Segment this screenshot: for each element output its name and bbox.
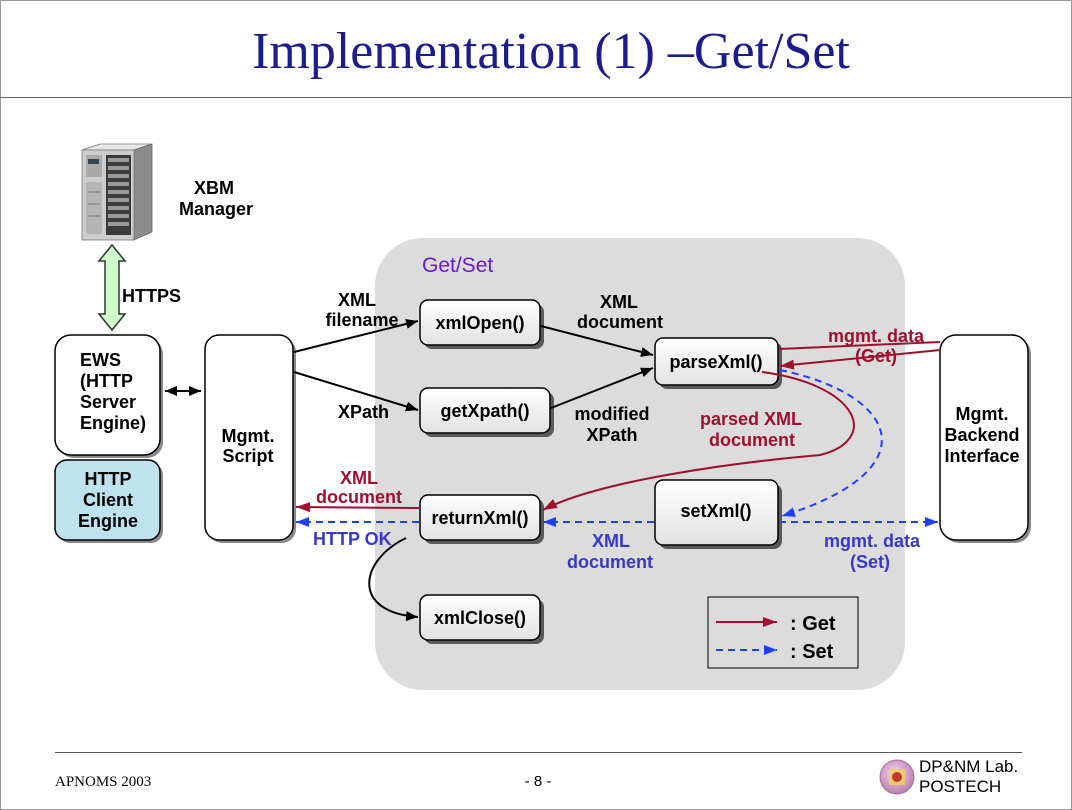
http-client-label-line3: Engine [78,511,138,531]
xml-document-top-label-line2: document [577,312,663,332]
http-client-label-line2: Client [83,490,133,510]
function-label: getXpath() [441,401,530,421]
xpath-label: XPath [338,402,389,422]
mgmt-script-label-line1: Mgmt. [222,426,275,446]
function-box [419,299,541,346]
get-request-line [778,341,941,350]
function-return-xml: returnXml() [419,494,544,544]
mgmt-script-label-line2: Script [222,446,273,466]
arrow-get-xpath-to-parse-xml [550,367,654,409]
arrow-script-to-xml-open [293,319,419,353]
function-xml-open: xmlOpen() [419,299,544,349]
xml-filename-label-line1: XML [338,290,376,310]
arrow-backend-to-parse-xml [779,349,941,370]
function-set-xml: setXml() [654,479,782,549]
function-box [419,387,551,434]
mgmt-script-box [204,334,294,541]
mgmt-data-set-label-line1: mgmt. data [824,531,921,551]
manager-label-line2: Manager [179,199,253,219]
http-ok-label: HTTP OK [313,529,392,549]
legend-get-label: : Get [790,613,836,635]
ews-label-line1: EWS [80,350,121,370]
mgmt-data-get-label-line2: (Get) [855,346,897,366]
legend-box [707,596,859,669]
xml-document-return-label-line2: document [316,487,402,507]
manager-label-line1: XBM [194,178,234,198]
arrow-parse-xml-to-return-xml [542,371,855,511]
xml-document-return-label-line1: XML [340,468,378,488]
arrow-script-to-get-xpath [293,371,419,412]
xml-document-top-label-line1: XML [600,292,638,312]
backend-box [939,334,1029,541]
modified-xpath-label-line1: modified [575,404,650,424]
page-number: - 8 - [525,773,552,790]
parsed-xml-document-label-line1: parsed XML [700,409,802,429]
function-get-xpath: getXpath() [419,387,554,437]
ews-label-line2: (HTTP [80,371,133,391]
server-icon [81,143,153,241]
region-label: Get/Set [422,254,493,277]
legend: : Get : Set [707,596,859,669]
ews-box [54,334,161,456]
xml-filename-label-line2: filename [325,310,398,330]
arrow-parse-xml-to-set-xml [779,369,883,517]
footer-conference: APNOMS 2003 [55,774,151,790]
modified-xpath-label-line2: XPath [586,425,637,445]
function-parse-xml: parseXml() [654,337,782,389]
function-label: xmlOpen() [435,313,524,333]
lab-name: DP&NM Lab. [919,757,1018,776]
function-label: setXml() [680,501,751,521]
xml-document-set-label-line1: XML [592,531,630,551]
arrow-return-xml-to-xml-close [368,537,419,622]
arrow-return-xml-to-script [295,502,420,513]
function-box [654,337,779,386]
http-client-label-line1: HTTP [85,469,132,489]
ews-label-line4: Engine) [80,413,146,433]
double-arrow-icon [97,243,127,332]
page-title: Implementation (1) –Get/Set [252,23,850,80]
http-client-box [54,459,161,541]
arrow-xml-open-to-parse-xml [540,325,654,357]
backend-label-line2: Backend [944,425,1019,445]
parsed-xml-document-label-line2: document [709,430,795,450]
function-label: xmlClose() [434,608,526,628]
function-xml-close: xmlClose() [419,594,544,644]
function-label: parseXml() [669,352,762,372]
mgmt-data-set-label-line2: (Set) [850,552,890,572]
backend-label-line1: Mgmt. [956,404,1009,424]
https-label: HTTPS [122,286,181,306]
function-box [654,479,779,546]
backend-label-line3: Interface [944,446,1019,466]
institution-name: POSTECH [919,777,1001,796]
function-box [419,494,541,541]
mgmt-data-get-label-line1: mgmt. data [828,326,925,346]
function-box [419,594,541,641]
legend-set-label: : Set [790,641,834,663]
ews-label-line3: Server [80,392,136,412]
function-label: returnXml() [431,508,528,528]
xml-document-set-label-line2: document [567,552,653,572]
postech-logo-icon [879,759,915,795]
